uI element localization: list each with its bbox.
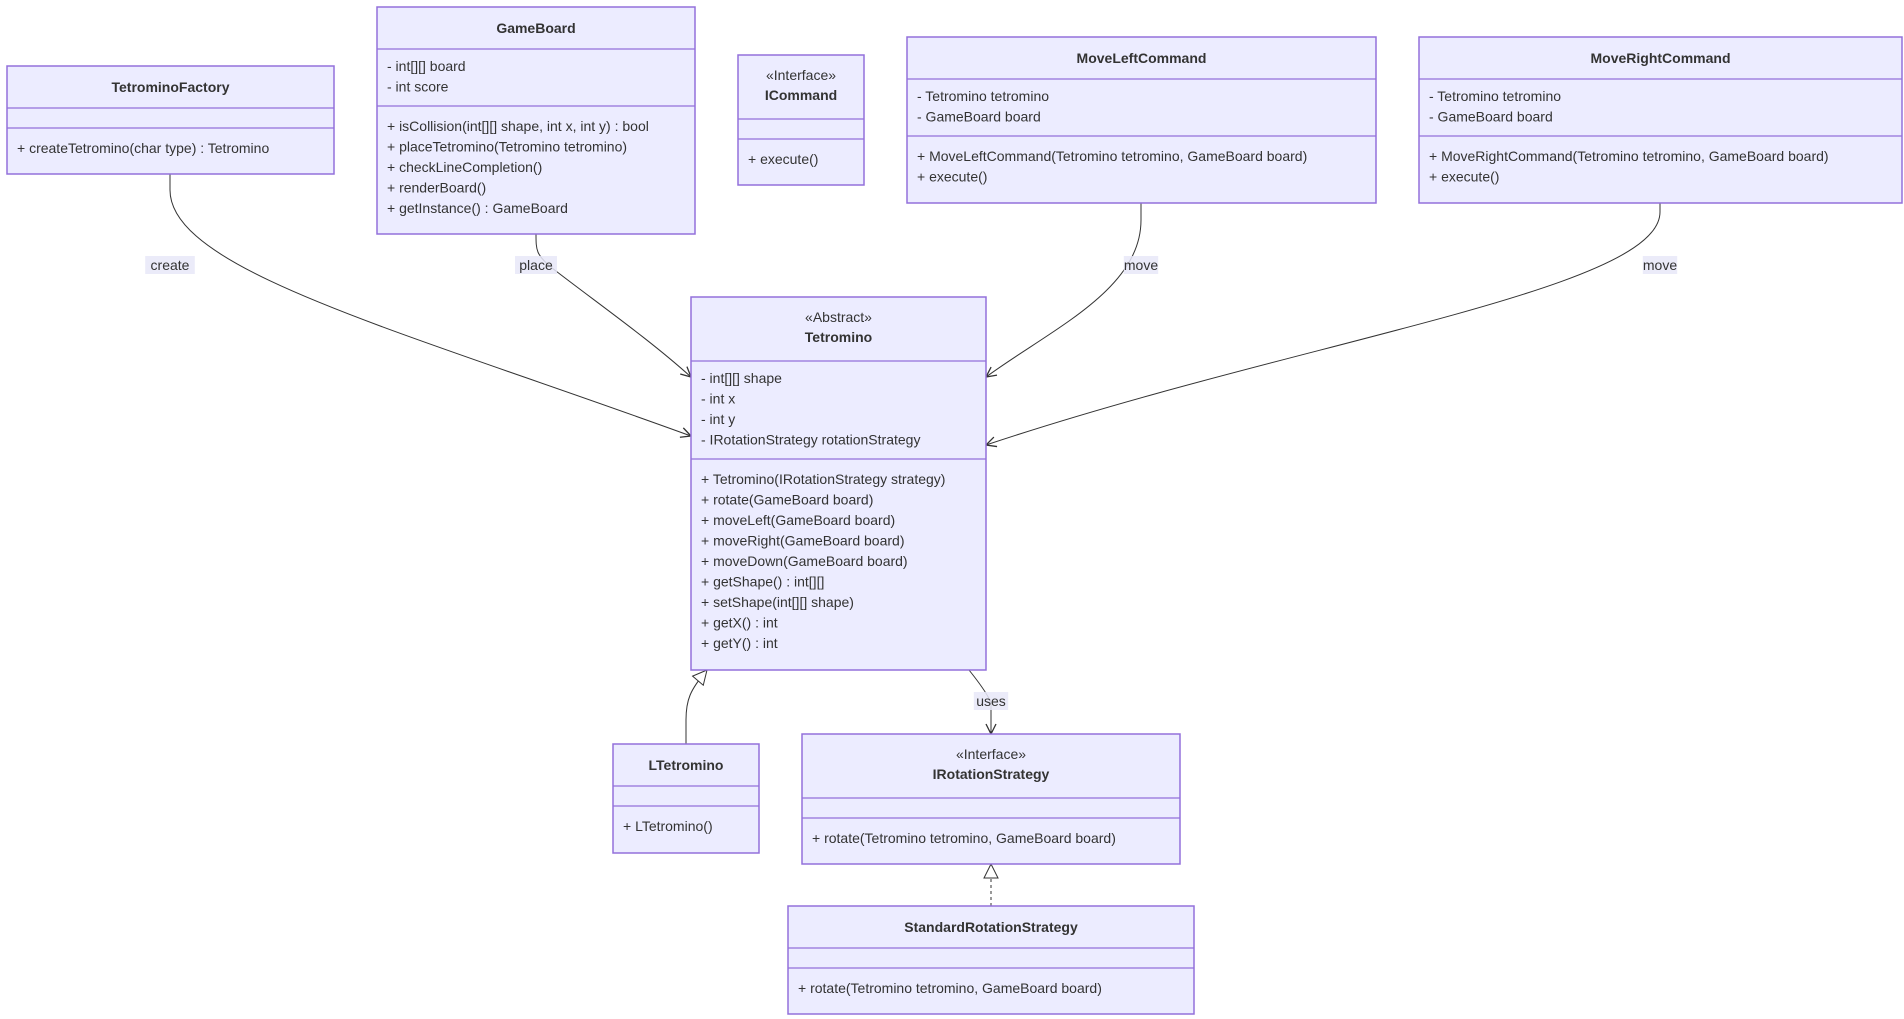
- class-box-frame: [612, 743, 760, 854]
- class-box-frame: [376, 6, 696, 235]
- class-method: + execute(): [1429, 169, 1499, 185]
- class-method: + getY() : int: [701, 635, 778, 651]
- class-attribute: - GameBoard board: [917, 109, 1041, 125]
- class-stereotype: «Abstract»: [805, 309, 872, 325]
- relation-label-text: uses: [976, 693, 1006, 709]
- relation-label-bg: [1123, 256, 1159, 274]
- class-box-frame: [801, 733, 1181, 865]
- class-box-standard-rotation-strategy[interactable]: StandardRotationStrategy + rotate(Tetromi…: [787, 905, 1195, 1015]
- class-box-move-left-command[interactable]: MoveLeftCommand - Tetromino tetromino - Ga…: [906, 36, 1377, 204]
- class-box-icommand[interactable]: «Interface» ICommand + execute(): [737, 54, 865, 186]
- class-box-frame: [906, 36, 1377, 204]
- class-box-frame: [787, 905, 1195, 1015]
- class-box-tetromino-factory[interactable]: TetrominoFactory + createTetromino(char t…: [6, 65, 335, 175]
- relation-labels-layer: create place move move uses: [145, 256, 1677, 710]
- relation-label-text: place: [519, 257, 553, 273]
- class-box-irotation-strategy[interactable]: «Interface» IRotationStrategy + rotate(Tet…: [801, 733, 1181, 865]
- class-name: GameBoard: [496, 20, 575, 36]
- relation-label-bg: [515, 256, 557, 274]
- class-box-ltetromino[interactable]: LTetromino + LTetromino(): [612, 743, 760, 854]
- relations-layer: [169, 174, 1661, 906]
- class-attribute: - int[][] board: [387, 58, 466, 74]
- class-name: Tetromino: [805, 329, 872, 345]
- class-box-frame: [737, 54, 865, 186]
- class-method: + rotate(Tetromino tetromino, GameBoard …: [812, 830, 1116, 846]
- relation-label-text: move: [1124, 257, 1158, 273]
- class-method: + LTetromino(): [623, 818, 713, 834]
- relation-label-moveleft-moves: move: [1123, 256, 1159, 274]
- class-method: + checkLineCompletion(): [387, 159, 542, 175]
- class-attribute: - IRotationStrategy rotationStrategy: [701, 432, 920, 448]
- class-attribute: - int x: [701, 391, 735, 407]
- relation-label-bg: [973, 692, 1009, 710]
- class-method: + isCollision(int[][] shape, int x, int …: [387, 118, 649, 134]
- relation-label-board-places: place: [515, 256, 557, 274]
- relation-label-moveright-moves: move: [1642, 256, 1678, 274]
- class-method: + getShape() : int[][]: [701, 574, 824, 590]
- class-method: + execute(): [748, 151, 818, 167]
- classes-layer: TetrominoFactory + createTetromino(char t…: [6, 6, 1903, 1015]
- relation-moveright-moves: [986, 203, 1661, 445]
- class-method: + rotate(Tetromino tetromino, GameBoard …: [798, 980, 1102, 996]
- class-attribute: - Tetromino tetromino: [917, 88, 1049, 104]
- class-stereotype: «Interface»: [956, 746, 1026, 762]
- relation-factory-creates: [169, 174, 691, 436]
- relation-label-factory-creates: create: [145, 256, 195, 274]
- class-name: TetrominoFactory: [112, 79, 230, 95]
- class-method: + getX() : int: [701, 615, 778, 631]
- class-attribute: - Tetromino tetromino: [1429, 88, 1561, 104]
- class-name: MoveLeftCommand: [1077, 50, 1207, 66]
- class-name: LTetromino: [649, 757, 724, 773]
- class-attribute: - int score: [387, 79, 449, 95]
- relation-label-bg: [145, 256, 195, 274]
- class-attribute: - int y: [701, 411, 735, 427]
- relation-label-text: move: [1643, 257, 1677, 273]
- relation-moveleft-moves: [986, 203, 1142, 377]
- relation-label-text: create: [151, 257, 190, 273]
- class-box-tetromino[interactable]: «Abstract» Tetromino - int[][] shape - int …: [690, 296, 987, 671]
- relation-board-places: [535, 233, 691, 377]
- class-name: ICommand: [765, 87, 837, 103]
- class-method: + moveLeft(GameBoard board): [701, 512, 895, 528]
- relation-label-bg: [1642, 256, 1678, 274]
- class-attribute: - int[][] shape: [701, 370, 782, 386]
- class-method: + renderBoard(): [387, 180, 486, 196]
- class-box-frame: [690, 296, 987, 671]
- class-method: + execute(): [917, 169, 987, 185]
- relation-ltetromino-extends: [685, 670, 707, 744]
- class-name: IRotationStrategy: [933, 766, 1050, 782]
- class-method: + MoveRightCommand(Tetromino tetromino, …: [1429, 148, 1829, 164]
- class-method: + Tetromino(IRotationStrategy strategy): [701, 471, 945, 487]
- class-name: MoveRightCommand: [1591, 50, 1731, 66]
- class-method: + getInstance() : GameBoard: [387, 200, 568, 216]
- class-method: + placeTetromino(Tetromino tetromino): [387, 139, 627, 155]
- class-method: + setShape(int[][] shape): [701, 594, 854, 610]
- class-method: + moveDown(GameBoard board): [701, 553, 908, 569]
- class-box-game-board[interactable]: GameBoard - int[][] board - int score + isC…: [376, 6, 696, 235]
- class-box-frame: [1418, 36, 1903, 204]
- class-box-move-right-command[interactable]: MoveRightCommand - Tetromino tetromino - G…: [1418, 36, 1903, 204]
- class-method: + moveRight(GameBoard board): [701, 533, 905, 549]
- class-method: + createTetromino(char type) : Tetromino: [17, 140, 269, 156]
- class-method: + rotate(GameBoard board): [701, 492, 873, 508]
- class-box-frame: [6, 65, 335, 175]
- class-name: StandardRotationStrategy: [904, 919, 1078, 935]
- class-method: + MoveLeftCommand(Tetromino tetromino, G…: [917, 148, 1307, 164]
- relation-label-tetromino-uses: uses: [973, 692, 1009, 710]
- class-stereotype: «Interface»: [766, 67, 836, 83]
- class-attribute: - GameBoard board: [1429, 109, 1553, 125]
